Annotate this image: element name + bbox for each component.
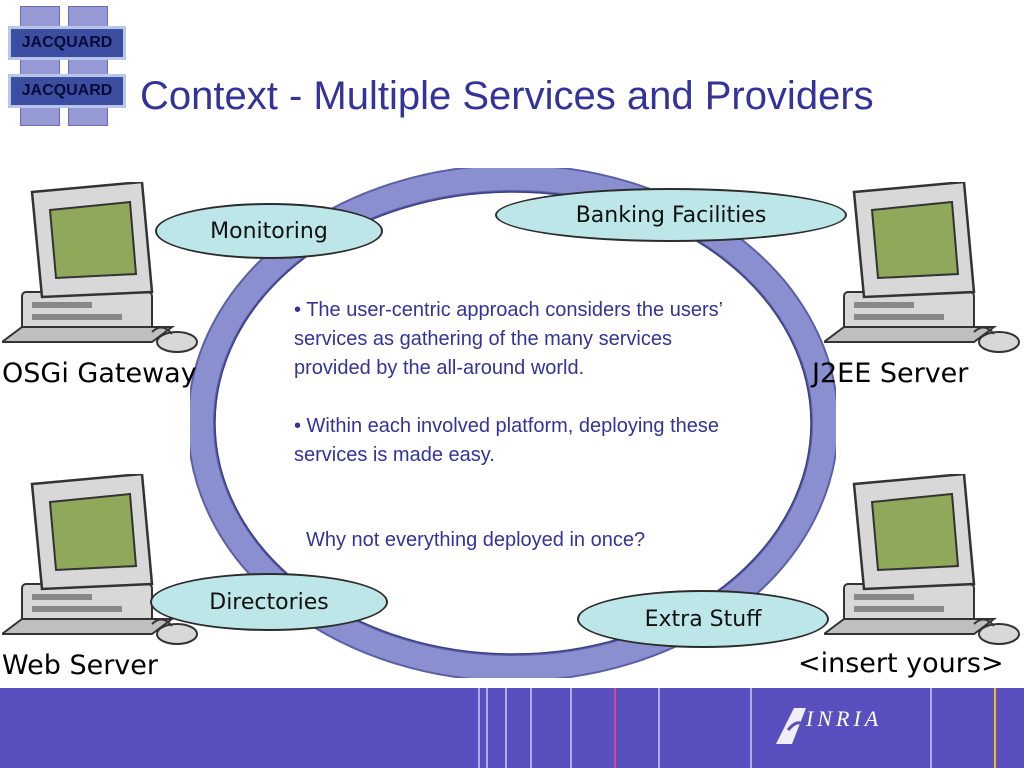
jacquard-logo: JACQUARD JACQUARD <box>8 6 128 126</box>
computer-icon-web <box>2 474 198 645</box>
center-text: • The user-centric approach considers th… <box>294 296 734 499</box>
inria-brand-text: INRIA <box>806 706 883 731</box>
footer-line <box>505 688 507 768</box>
footer-line <box>530 688 532 768</box>
services-ring <box>190 168 836 678</box>
footer-line-accent <box>614 688 616 768</box>
label-web-server: Web Server <box>2 650 158 681</box>
question-text: Why not everything deployed in once? <box>306 529 646 551</box>
label-j2ee-server: J2EE Server <box>812 358 969 389</box>
logo-pillar-left <box>20 6 60 126</box>
footer-line <box>570 688 572 768</box>
footer-line <box>750 688 752 768</box>
footer-bar: INRIA <box>0 688 1024 768</box>
bubble-monitoring: Monitoring <box>155 203 383 259</box>
bullet-user-centric: • The user-centric approach considers th… <box>294 299 723 379</box>
bullet-platform: • Within each involved platform, deployi… <box>294 415 720 466</box>
slide-title: Context - Multiple Services and Provider… <box>140 74 874 118</box>
footer-line <box>658 688 660 768</box>
bubble-banking-facilities: Banking Facilities <box>495 188 847 242</box>
footer-line <box>486 688 488 768</box>
bubble-directories: Directories <box>150 573 388 631</box>
footer-line <box>930 688 932 768</box>
label-osgi-gateway: OSGi Gateway <box>2 358 197 389</box>
logo-badge-bottom: JACQUARD <box>8 74 126 108</box>
logo-badge-top: JACQUARD <box>8 26 126 60</box>
bubble-extra-stuff: Extra Stuff <box>577 590 829 648</box>
logo-pillar-right <box>68 6 108 126</box>
computer-icon-j2ee <box>824 182 1020 353</box>
inria-emblem-icon <box>776 708 806 744</box>
footer-line <box>478 688 480 768</box>
footer-line-accent <box>994 688 996 768</box>
computer-icon-yours <box>824 474 1020 645</box>
label-insert-yours: <insert yours> <box>798 648 1004 679</box>
computer-icon-osgi <box>2 182 198 353</box>
